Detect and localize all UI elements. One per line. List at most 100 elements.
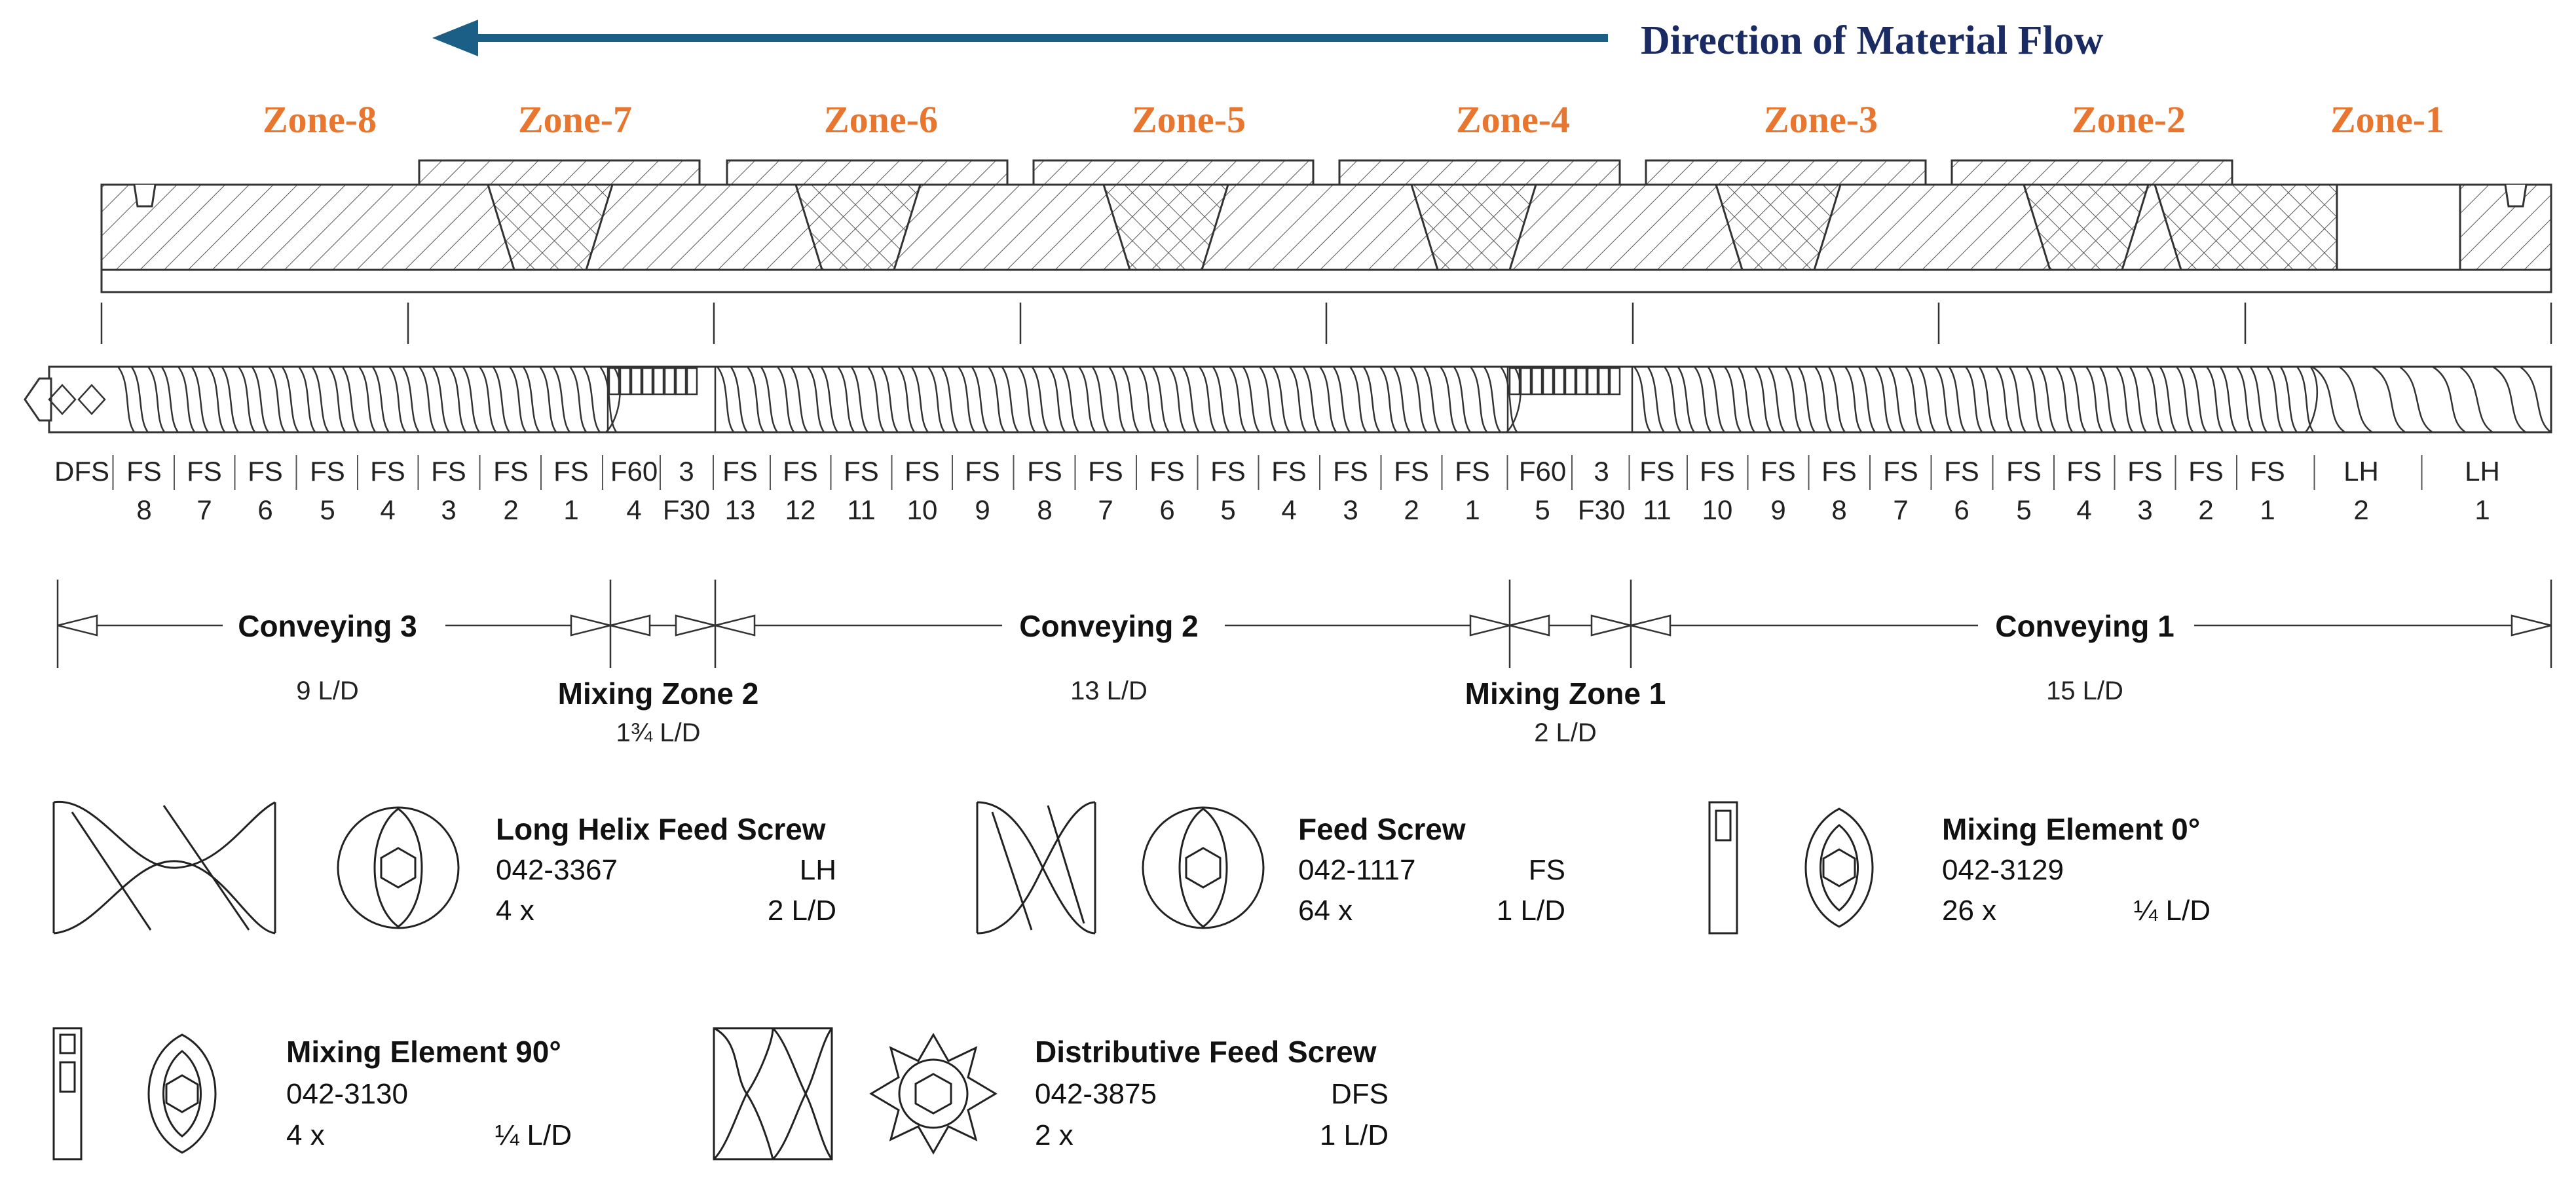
screw-flight xyxy=(479,366,497,433)
screw-flight xyxy=(462,366,481,433)
legend-qty: 2 x xyxy=(1035,1119,1073,1151)
segment-number-label: 3 xyxy=(2137,494,2152,525)
screw-flight xyxy=(777,366,795,433)
screw-flight xyxy=(1483,366,1502,433)
screw-flight xyxy=(2236,366,2254,433)
legend-code: DFS xyxy=(1331,1078,1389,1110)
segment-type-label: FS xyxy=(1639,456,1675,487)
segment-type-label: FS xyxy=(965,456,1000,487)
segment-type-label: 3 xyxy=(679,456,694,487)
screw-flight xyxy=(1888,366,1907,433)
screw-flight xyxy=(2085,366,2104,433)
screw-flight xyxy=(730,366,749,433)
legend-name: Feed Screw xyxy=(1298,812,1466,846)
screw-flight xyxy=(1797,366,1816,433)
segment-type-label: FS xyxy=(310,456,345,487)
zone-label: Zone-1 xyxy=(2330,98,2444,141)
screw-flight xyxy=(2399,365,2433,434)
screw-flight xyxy=(1332,366,1351,433)
legend-name: Mixing Element 0° xyxy=(1942,812,2200,846)
screw-flight xyxy=(927,366,946,433)
mixing-block xyxy=(1531,367,1543,396)
legend-ld: 2 L/D xyxy=(768,895,836,927)
legend-qty: 64 x xyxy=(1298,895,1353,927)
segment-number-label: 1 xyxy=(2474,494,2490,525)
segment-number-label: 10 xyxy=(1702,494,1733,525)
screw-flight xyxy=(147,366,166,433)
screw-flight xyxy=(1091,366,1110,433)
screw-flight xyxy=(160,366,179,433)
screw-flight xyxy=(910,366,929,433)
flow-label: Direction of Material Flow xyxy=(1641,18,2104,63)
screw-flight xyxy=(1978,366,1997,433)
barrel-flange xyxy=(1032,159,1315,186)
screw-flight xyxy=(1814,366,1833,433)
barrel-segment-joint xyxy=(486,183,614,271)
screw-flight xyxy=(1647,366,1666,433)
distributive-feed-screw-section-icon xyxy=(869,1032,998,1155)
screw-flight xyxy=(867,366,886,433)
material-flow-indicator: Direction of Material Flow xyxy=(432,18,2104,63)
segment-number-label: 11 xyxy=(847,494,876,525)
segment-number-label: 5 xyxy=(2016,494,2031,525)
feed-screw-icon xyxy=(976,801,1096,935)
screw-flight xyxy=(2296,366,2315,433)
barrel-segment-joint xyxy=(1409,183,1538,271)
segment-type-label: FS xyxy=(1210,456,1246,487)
legend-code: FS xyxy=(1529,854,1565,886)
screw-flight xyxy=(1440,366,1458,433)
barrel-feed-port xyxy=(2336,183,2461,271)
screw-flight xyxy=(988,366,1006,433)
screw-flight xyxy=(747,366,765,433)
segment-type-label: FS xyxy=(844,456,879,487)
segment-type-label: FS xyxy=(905,456,940,487)
section-dimensions: Conveying 3 9 L/D Mixing Zone 2 1¾ L/D C… xyxy=(56,580,2552,747)
barrel-flange xyxy=(1338,159,1621,186)
screw-flight xyxy=(2206,366,2224,433)
mixing-block xyxy=(663,367,676,396)
legend-part: 042-3367 xyxy=(496,854,618,886)
screw-flight xyxy=(1001,366,1020,433)
long-helix-screw-icon xyxy=(52,800,276,935)
segment-number-label: 2 xyxy=(1404,494,1419,525)
barrel-notch-left xyxy=(133,184,157,208)
mixing-block xyxy=(1575,367,1588,396)
screw-flight xyxy=(2372,365,2406,434)
screw-flight xyxy=(191,366,210,433)
screw-flight xyxy=(539,366,557,433)
segment-type-label: FS xyxy=(2066,456,2102,487)
distributive-feed-screw-icon xyxy=(713,1027,833,1160)
screw-flight xyxy=(1633,366,1652,433)
segment-type-label: FS xyxy=(1761,456,1796,487)
segment-type-label: FS xyxy=(783,456,818,487)
segment-type-label: FS xyxy=(722,456,758,487)
screw-flight xyxy=(1302,366,1321,433)
barrel-segment-joint xyxy=(1102,183,1230,271)
screw-flight xyxy=(2432,365,2467,434)
segment-type-label: FS xyxy=(1883,456,1918,487)
zone-label: Zone-2 xyxy=(2072,98,2186,141)
zone-label: Zone-8 xyxy=(263,98,377,141)
legend-item-mixing-90: Mixing Element 90° 042-3130 4 x ¼ L/D xyxy=(52,1027,572,1160)
mixing-element-90-section-icon xyxy=(147,1033,217,1154)
screw-flight xyxy=(1212,366,1231,433)
segment-type-label: FS xyxy=(1455,456,1490,487)
screw-flight xyxy=(2159,366,2178,433)
segment-type-label: LH xyxy=(2465,456,2500,487)
screw-flight xyxy=(1048,366,1066,433)
segment-type-label: FS xyxy=(553,456,589,487)
screw-flight xyxy=(2266,366,2285,433)
screw-flight xyxy=(1423,366,1442,433)
segment-number-label: 4 xyxy=(380,494,395,525)
mixing-block xyxy=(1586,367,1599,396)
screw-flight xyxy=(2492,365,2527,434)
legend-part: 042-3129 xyxy=(1942,854,2064,886)
mixing-block xyxy=(608,367,620,396)
screw-flight xyxy=(1918,366,1937,433)
screw-flight xyxy=(1031,366,1050,433)
screw-flight xyxy=(1844,366,1863,433)
section-conveying-1: Conveying 1 xyxy=(1995,609,2175,643)
screw-flight xyxy=(2189,366,2208,433)
section-mixing-zone-2: Mixing Zone 2 xyxy=(558,677,759,711)
screw-flight xyxy=(897,366,916,433)
